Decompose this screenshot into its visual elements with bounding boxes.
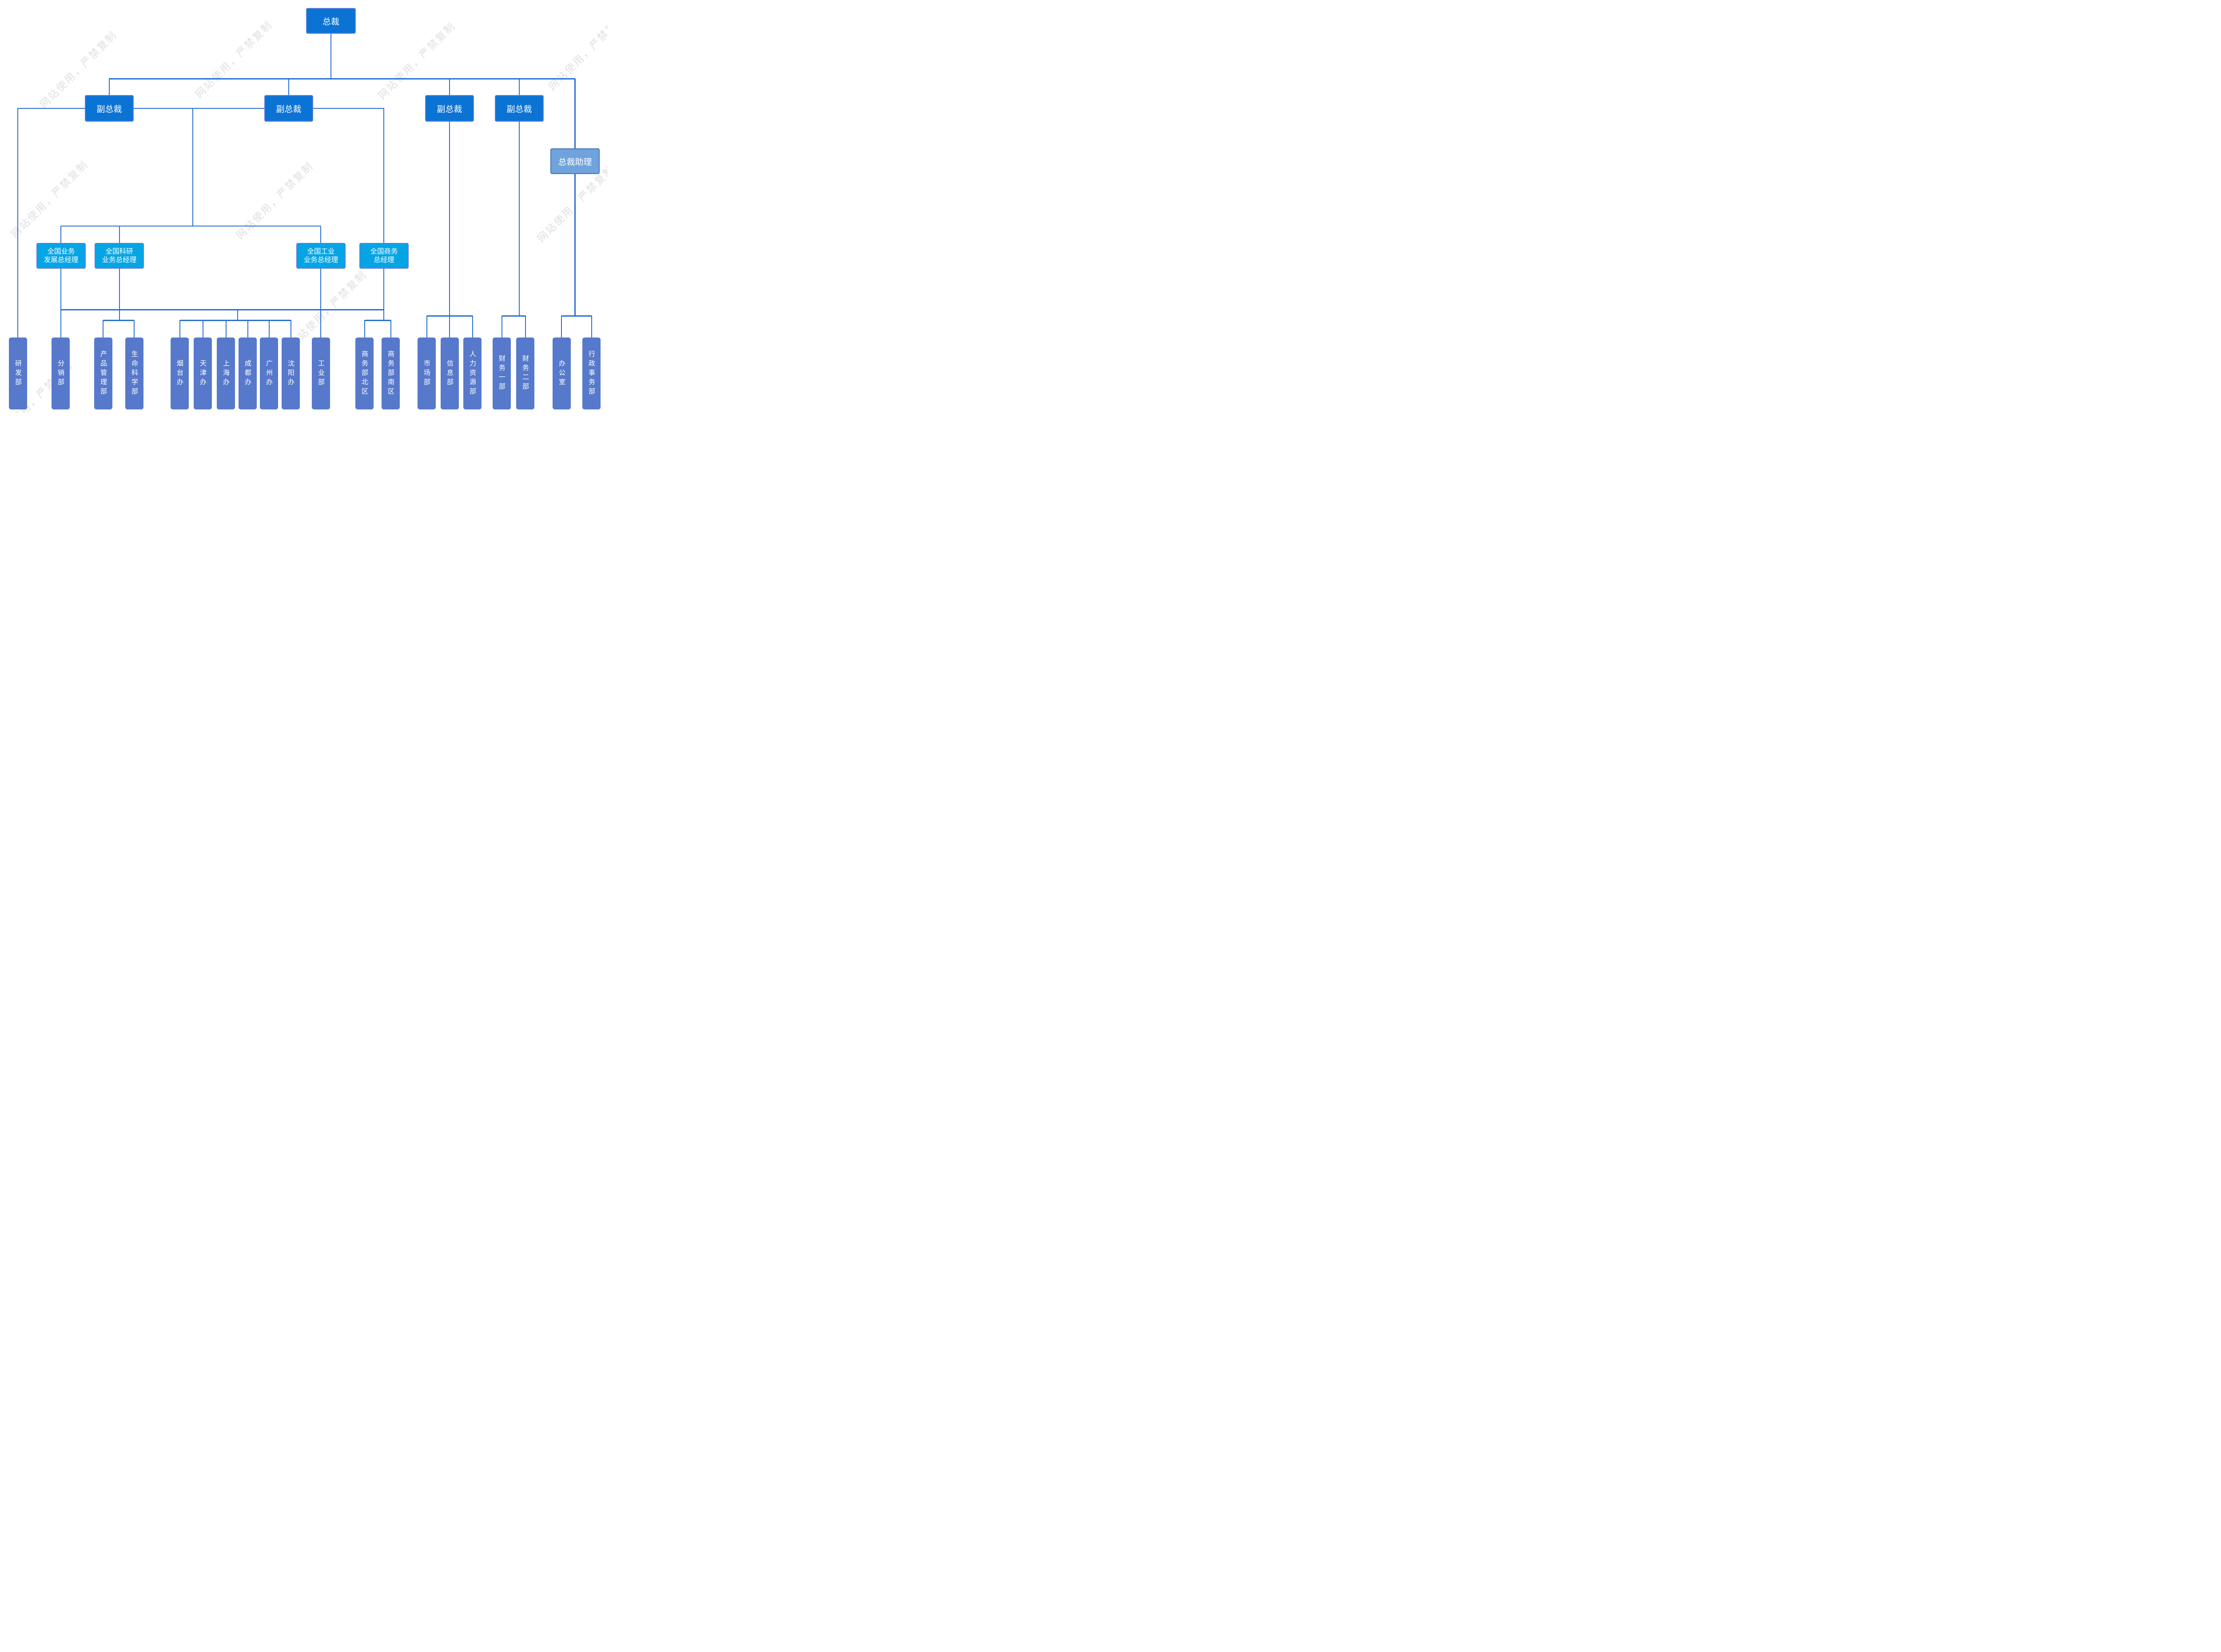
node-dept-product-mgmt: 产品管理部	[94, 338, 112, 409]
connector-gm2-drop	[119, 226, 120, 243]
connector-gm3-down	[320, 269, 321, 338]
connector-vp3-drop	[449, 79, 450, 95]
connector-drop	[364, 320, 365, 338]
node-dept-life-science: 生命科学部	[125, 338, 143, 409]
connector-drop	[591, 316, 592, 338]
connector-drop	[179, 320, 180, 338]
node-gm-national-business-development: 全国业务 发展总经理	[36, 243, 86, 269]
connector-drop	[426, 316, 427, 338]
connector-gm4-feed	[383, 108, 384, 243]
connector-rd-drop	[17, 108, 18, 338]
node-gm-national-research: 全国科研 业务总经理	[95, 243, 144, 269]
connector-commerce-bus	[365, 320, 391, 321]
node-office-shenyang: 沈阳办	[282, 338, 300, 409]
connector-vp4-bus	[502, 315, 525, 317]
node-gm-national-commerce: 全国商务 总经理	[359, 243, 409, 269]
connector-lower-bus	[61, 309, 384, 310]
connector-office-bus	[180, 320, 291, 321]
connector-drop	[226, 320, 227, 338]
connector-drop	[269, 320, 270, 338]
node-dept-hr: 人力资源部	[463, 338, 482, 409]
connector-gmbus-feed	[192, 108, 193, 226]
watermark-text: 网站使用，严禁复制	[8, 158, 91, 240]
node-vice-president-1: 副总裁	[85, 95, 134, 122]
connector-gm4-down	[383, 269, 384, 320]
watermark-text: 网站使用，严禁复制	[193, 18, 275, 100]
org-chart: 网站使用，严禁复制 网站使用，严禁复制 网站使用，严禁复制 网站使用，严禁复制 …	[0, 0, 608, 413]
connector-vp4-drop	[519, 79, 520, 95]
node-dept-finance-2: 财务二部	[516, 338, 534, 409]
connector-arm-mid	[134, 108, 264, 109]
node-dept-finance-1: 财务一部	[493, 338, 511, 409]
connector-assistant-bus	[561, 315, 592, 317]
watermark-text: 网站使用，严禁复制	[234, 159, 316, 242]
node-vice-president-2: 副总裁	[264, 95, 313, 122]
node-office-tianjin: 天津办	[194, 338, 212, 409]
connector-drop	[561, 316, 562, 338]
node-dept-admin-affairs: 行政事务部	[582, 338, 601, 409]
connector-gm1-drop	[60, 226, 61, 243]
connector-assistant-down	[574, 174, 576, 316]
node-dept-commerce-south: 商务部南区	[382, 338, 400, 409]
connector-vp3-bus	[427, 315, 473, 317]
connector-vp4-down	[519, 122, 520, 316]
node-office-yantai: 烟台办	[171, 338, 189, 409]
watermark-text: 网站使用，严禁复制	[546, 11, 608, 93]
node-gm-national-industry: 全国工业 业务总经理	[296, 243, 346, 269]
node-office-guangzhou: 广州办	[260, 338, 278, 409]
connector-assistant-drop	[574, 79, 576, 149]
connector-vp1-drop	[109, 79, 110, 95]
node-president: 总裁	[306, 8, 356, 34]
node-president-assistant: 总裁助理	[550, 148, 600, 174]
connector-gm1-down	[60, 269, 61, 338]
connector-office-feed	[237, 310, 238, 320]
node-dept-general-office: 办公室	[553, 338, 571, 409]
node-dept-commerce-north: 商务部北区	[355, 338, 374, 409]
connector-product-bus	[103, 320, 134, 321]
connector-arm-left	[18, 108, 85, 109]
connector-drop	[247, 320, 248, 338]
connector-arm-right	[313, 108, 384, 109]
connector-gm3-drop	[320, 226, 321, 243]
node-dept-rnd: 研发部	[9, 338, 27, 409]
node-dept-distribution: 分销部	[52, 338, 70, 409]
connector-president-drop	[330, 34, 331, 79]
connector-gm2-down	[119, 269, 120, 320]
connector-top-bus	[109, 78, 575, 79]
node-dept-industry: 工业部	[312, 338, 330, 409]
connector-drop	[472, 316, 473, 338]
connector-vp2-drop	[288, 79, 289, 95]
node-dept-marketing: 市场部	[418, 338, 436, 409]
node-vice-president-3: 副总裁	[425, 95, 474, 122]
connector-vp3-down	[449, 122, 450, 338]
connector-drop	[390, 320, 391, 338]
watermark-text: 网站使用，严禁复制	[376, 20, 458, 102]
node-office-chengdu: 成都办	[239, 338, 257, 409]
connector-drop	[134, 320, 135, 338]
node-office-shanghai: 上海办	[217, 338, 235, 409]
node-dept-information: 信息部	[441, 338, 459, 409]
connector-drop	[525, 316, 526, 338]
node-vice-president-4: 副总裁	[495, 95, 544, 122]
